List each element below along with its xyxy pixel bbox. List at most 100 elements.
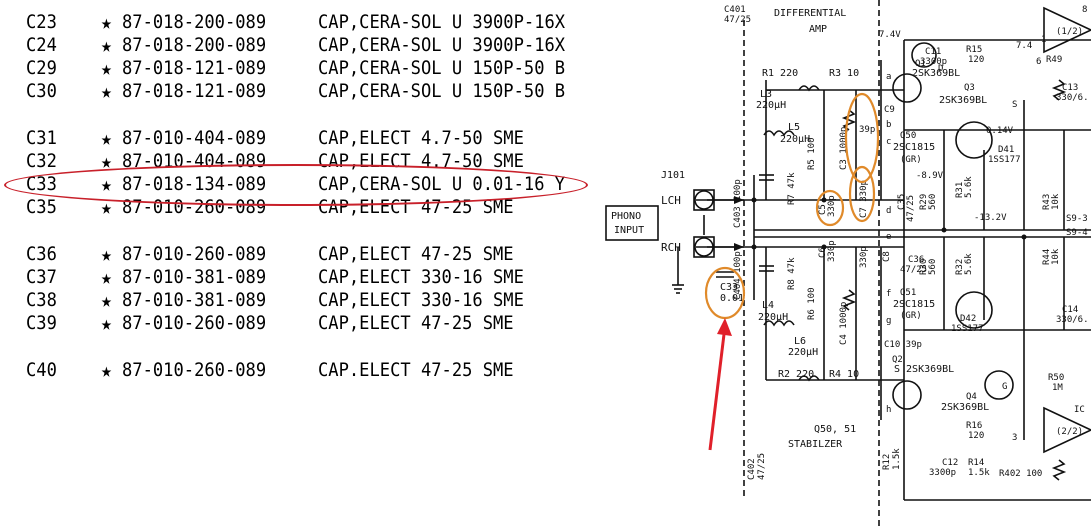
label-d-1: D	[938, 64, 943, 74]
label-phono: PHONO	[611, 211, 641, 222]
label-d41: D41	[998, 145, 1014, 155]
star-icon: ★	[101, 149, 112, 173]
part-ref: C31	[26, 127, 57, 149]
part-row: C36 ★ 87-010-260-089 CAP,ELECT 47-25 SME	[0, 242, 600, 266]
label-c5: C5	[818, 204, 828, 215]
part-ref: C23	[26, 11, 57, 33]
part-number: 87-010-381-089	[122, 266, 267, 288]
label-c401: C401	[724, 5, 746, 15]
label-r16-val: 120	[968, 431, 984, 441]
part-number: 87-010-404-089	[122, 127, 267, 149]
label-c33: C33	[720, 282, 738, 293]
marker-g: g	[886, 316, 891, 326]
label-s9-4: S9-4	[1066, 228, 1088, 238]
star-icon: ★	[101, 126, 112, 150]
label-r4: R4 10	[829, 369, 859, 380]
marker-c: c	[886, 137, 891, 147]
part-description: CAP,ELECT 4.7-50 SME	[318, 127, 524, 149]
part-number: 87-018-200-089	[122, 34, 267, 56]
label-g-1: G	[1002, 382, 1007, 392]
label-q50: Q50	[900, 131, 916, 141]
label-q51: Q51	[900, 288, 916, 298]
part-ref: C35	[26, 196, 57, 218]
label-r50: R50	[1048, 373, 1064, 383]
label-c35-val: 47/25	[906, 195, 916, 222]
label-r1: R1 220	[762, 68, 798, 79]
label-r44-val: 10k	[1051, 248, 1061, 265]
label-stabilizer-1: Q50, 51	[814, 424, 856, 435]
marker-h: h	[886, 405, 891, 415]
label-q2: Q2	[892, 355, 903, 365]
label-c12-val: 3300p	[929, 468, 956, 478]
label-r44: R44	[1042, 249, 1052, 265]
part-number: 87-010-260-089	[122, 243, 267, 265]
label-c13: C13	[1062, 83, 1078, 93]
star-icon: ★	[101, 288, 112, 312]
label-q51-type: 2SC1815	[893, 299, 935, 310]
label-q3-type: 2SK369BL	[939, 95, 987, 106]
label-q1-type: 2SK369BL	[912, 68, 960, 79]
label-r16: R16	[966, 421, 982, 431]
label-r15: R15	[966, 45, 982, 55]
label-r3: R3 10	[829, 68, 859, 79]
part-ref: C39	[26, 312, 57, 334]
label-c35: C35	[897, 194, 907, 210]
label-r31: R31	[955, 182, 965, 198]
marker-f: f	[886, 289, 891, 299]
label-r32: R32	[955, 259, 965, 275]
star-icon: ★	[101, 195, 112, 219]
part-number: 87-010-260-089	[122, 312, 267, 334]
label-v2: 7.4	[1016, 41, 1032, 51]
label-r30-val: 560	[928, 259, 938, 275]
label-q50-type: 2SC1815	[893, 142, 935, 153]
label-pin-1: 1	[1041, 35, 1046, 45]
part-ref: C24	[26, 34, 57, 56]
part-ref: C30	[26, 80, 57, 102]
part-row: C39 ★ 87-010-260-089 CAP,ELECT 47-25 SME	[0, 311, 600, 335]
label-c14-val: 330/6.	[1056, 315, 1089, 325]
label-c6-val: 330p	[827, 240, 837, 262]
label-pin-8: 8	[1082, 5, 1087, 15]
star-icon: ★	[101, 265, 112, 289]
label-r32-val: 5.6k	[964, 253, 974, 275]
star-icon: ★	[101, 311, 112, 335]
label-pin-3: 3	[1012, 433, 1017, 443]
part-description: CAP,ELECT 330-16 SME	[318, 289, 524, 311]
label-c402-val: 47/25	[757, 453, 767, 480]
label-l6: L6	[794, 336, 806, 347]
label-c14: C14	[1062, 305, 1078, 315]
label-r31-val: 5.6k	[964, 176, 974, 198]
label-r8: R8 47k	[787, 257, 797, 290]
label-d41-type: 1SS177	[988, 155, 1021, 165]
label-c4: C4 1000p	[839, 302, 849, 345]
label-amp: AMP	[809, 24, 827, 35]
label-c8-val: 330p	[859, 246, 869, 268]
label-r14: R14	[968, 458, 984, 468]
part-ref: C36	[26, 243, 57, 265]
label-q4-type: 2SK369BL	[941, 402, 989, 413]
label-c5-val: 330p	[827, 195, 837, 217]
part-description: CAP,ELECT 47-25 SME	[318, 243, 514, 265]
label-r2: R2 220	[778, 369, 814, 380]
label-l5-val: 220μH	[780, 134, 810, 145]
star-icon: ★	[101, 242, 112, 266]
label-l6-val: 220μH	[788, 347, 818, 358]
label-c13-val: 330/6.	[1056, 93, 1089, 103]
label-c403: C403 100p	[733, 179, 743, 228]
annotation-arrow	[708, 318, 732, 451]
label-rch: RCH	[661, 241, 681, 254]
part-description: CAP,ELECT 47-25 SME	[318, 312, 514, 334]
highlight-ellipse	[4, 164, 588, 206]
label-r43: R43	[1042, 194, 1052, 210]
label-q51-gr: (GR)	[900, 311, 922, 321]
label-c11-val: 3300p	[920, 57, 947, 67]
part-number: 87-018-200-089	[122, 11, 267, 33]
label-c3: C3 1000p	[839, 127, 849, 170]
schematic-drawing: DIFFERENTIAL AMP PHONO INPUT J101 LCH RC…	[605, 0, 1091, 526]
